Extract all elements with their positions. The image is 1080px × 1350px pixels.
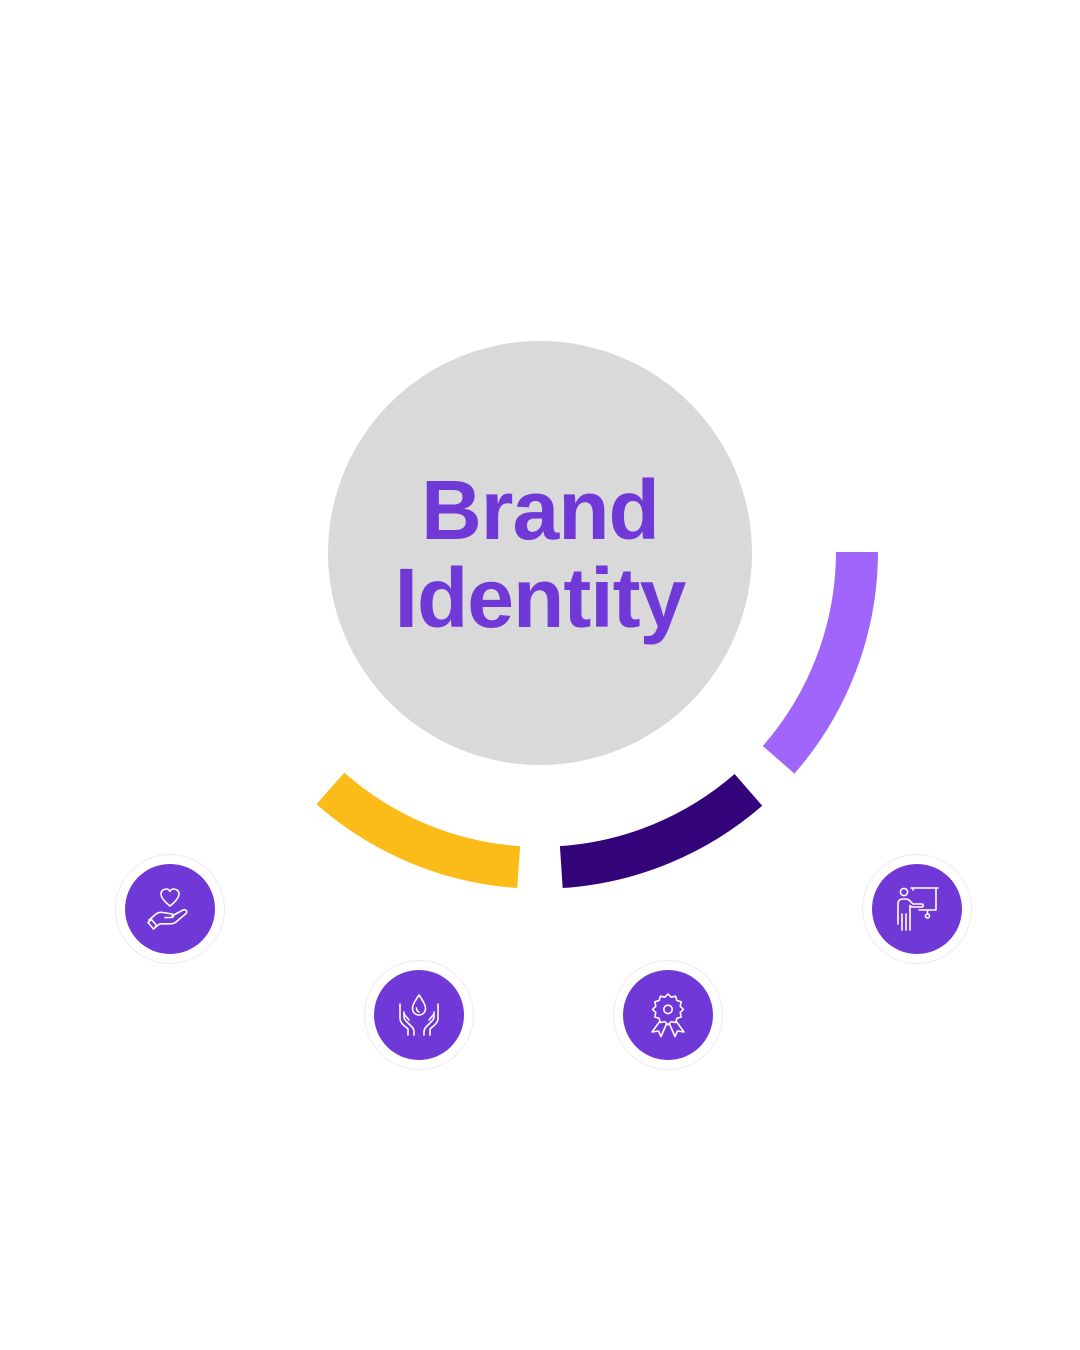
hand-heart-icon bbox=[147, 888, 188, 930]
badge-leadership-circle bbox=[872, 864, 962, 954]
presenter-board-icon bbox=[897, 887, 939, 931]
hub-title-line-1: Brand bbox=[421, 463, 660, 557]
arc-light-purple bbox=[762, 551, 878, 774]
hub-title: Brand Identity bbox=[394, 463, 687, 645]
arc-yellow bbox=[316, 772, 521, 889]
badge-quality bbox=[614, 961, 722, 1069]
award-rosette-icon bbox=[651, 993, 685, 1038]
badge-purity-circle bbox=[374, 970, 464, 1060]
badge-care-circle bbox=[125, 864, 215, 954]
hands-water-drop-icon bbox=[399, 994, 439, 1036]
hub-title-line-2: Identity bbox=[394, 551, 687, 645]
badge-care bbox=[116, 855, 224, 963]
arc-dark-purple bbox=[559, 773, 763, 889]
badge-quality-circle bbox=[623, 970, 713, 1060]
badge-leadership bbox=[863, 855, 971, 963]
brand-identity-hub: Brand Identity bbox=[328, 341, 752, 765]
badge-purity bbox=[365, 961, 473, 1069]
